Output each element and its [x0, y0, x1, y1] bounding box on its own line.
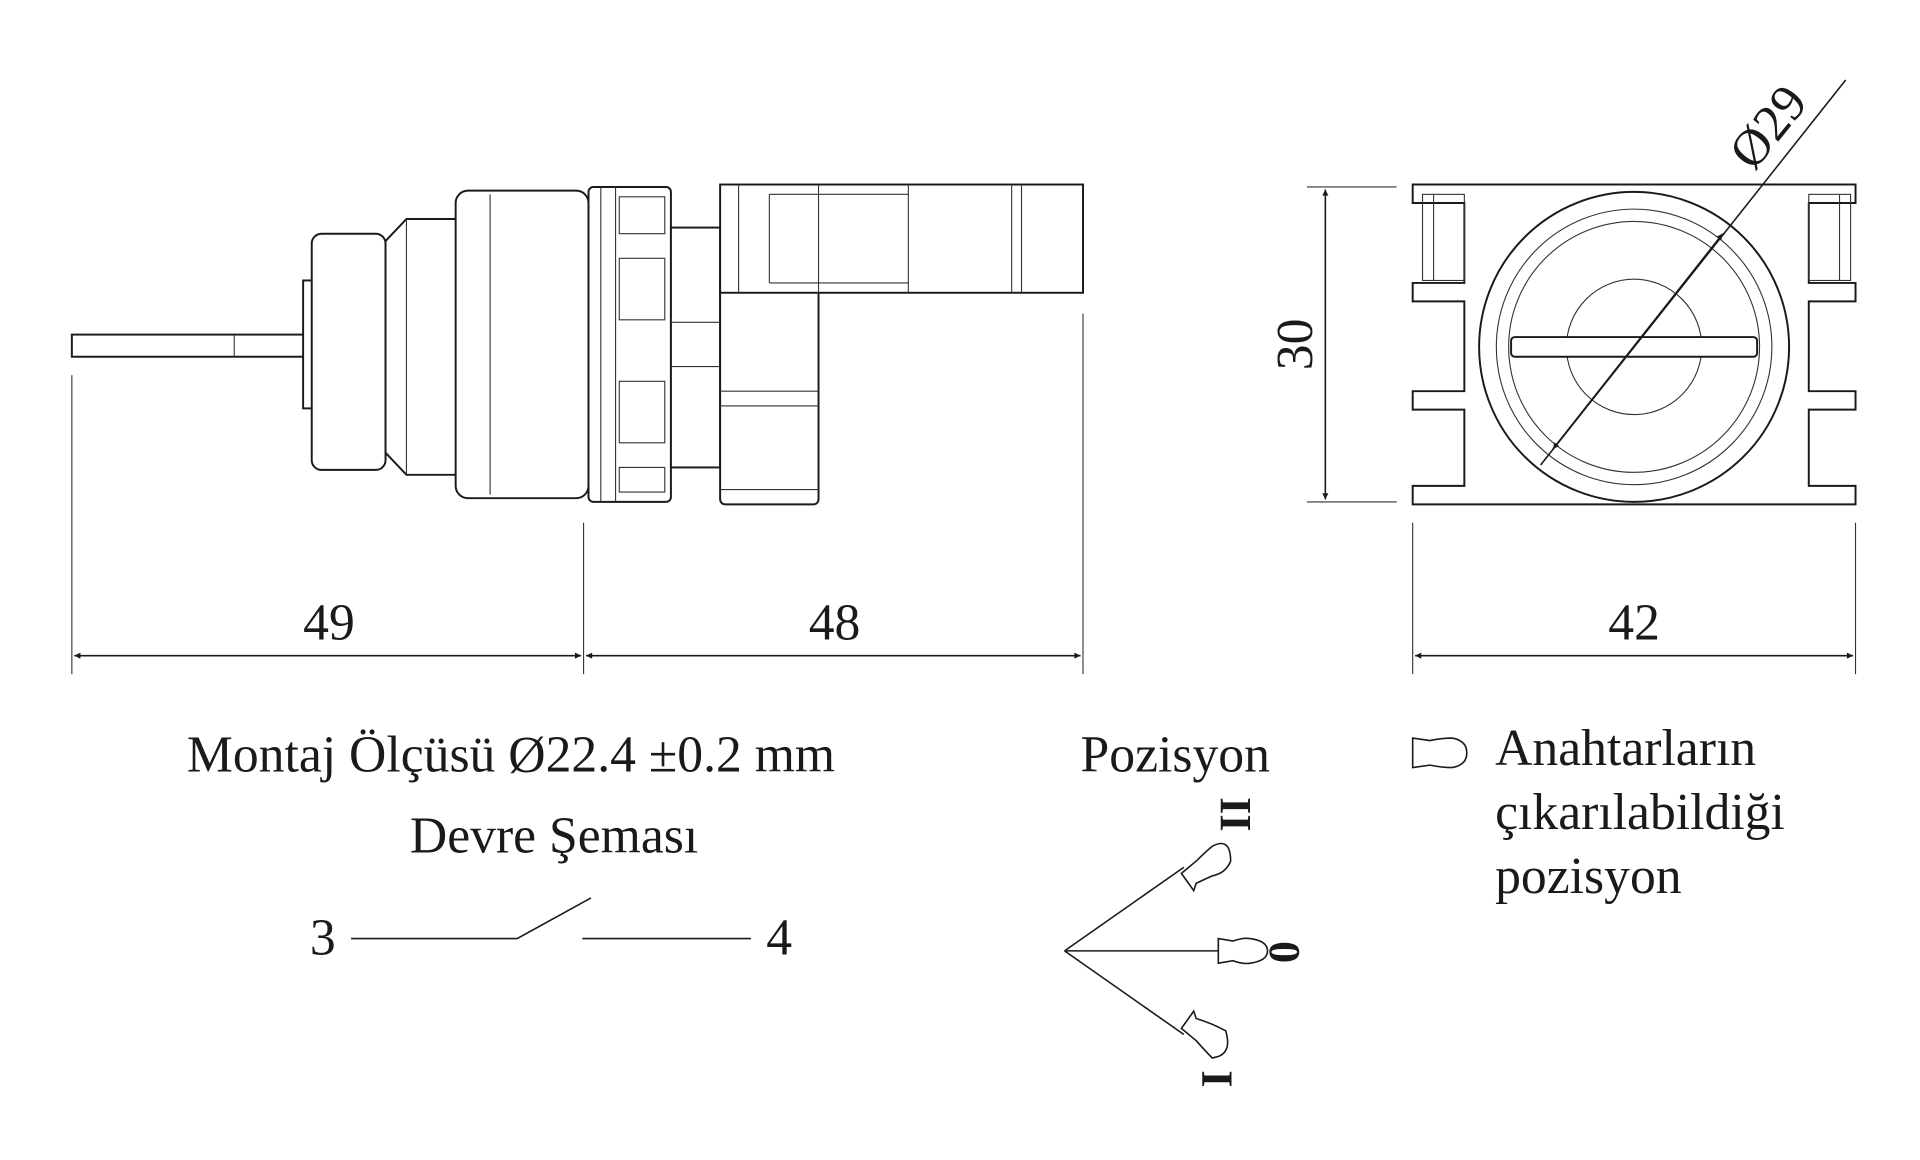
ring-teeth: [600, 186, 666, 502]
mounting-text: Montaj Ölçüsü Ø22.4 ±0.2 mm: [187, 726, 835, 783]
positions-title: Pozisyon: [1081, 726, 1271, 783]
circuit-diagram: 3 4: [310, 897, 792, 967]
position-I: I: [1192, 1070, 1241, 1087]
dim-48: 48: [809, 595, 861, 652]
side-view: [70, 183, 1084, 506]
position-0: 0: [1260, 941, 1309, 963]
legend-line-1: Anahtarların: [1495, 720, 1756, 777]
legend-line-3: pozisyon: [1495, 848, 1682, 905]
dim-49: 49: [303, 595, 355, 652]
positions-diagram: II 0 I: [1064, 797, 1309, 1087]
legend-line-2: çıkarılabildiği: [1495, 784, 1785, 841]
side-dimensions: 49 48: [71, 313, 1084, 675]
dim-42: 42: [1608, 595, 1660, 652]
circuit-title: Devre Şeması: [410, 807, 698, 864]
dim-diameter-29: Ø29: [1718, 75, 1818, 180]
key-removable-icon: [1411, 737, 1468, 769]
dim-30: 30: [1267, 319, 1324, 371]
front-view: Ø29: [1411, 75, 1857, 506]
terminal-3: 3: [310, 910, 336, 967]
front-dimensions: 30 42: [1267, 186, 1857, 675]
terminal-4: 4: [766, 910, 792, 967]
legend: Anahtarların çıkarılabildiği pozisyon: [1411, 720, 1785, 905]
key-icon-0: [1217, 937, 1269, 965]
position-II: II: [1211, 797, 1260, 831]
key-icon-I: [1180, 1009, 1229, 1059]
key-icon-II: [1180, 842, 1232, 893]
